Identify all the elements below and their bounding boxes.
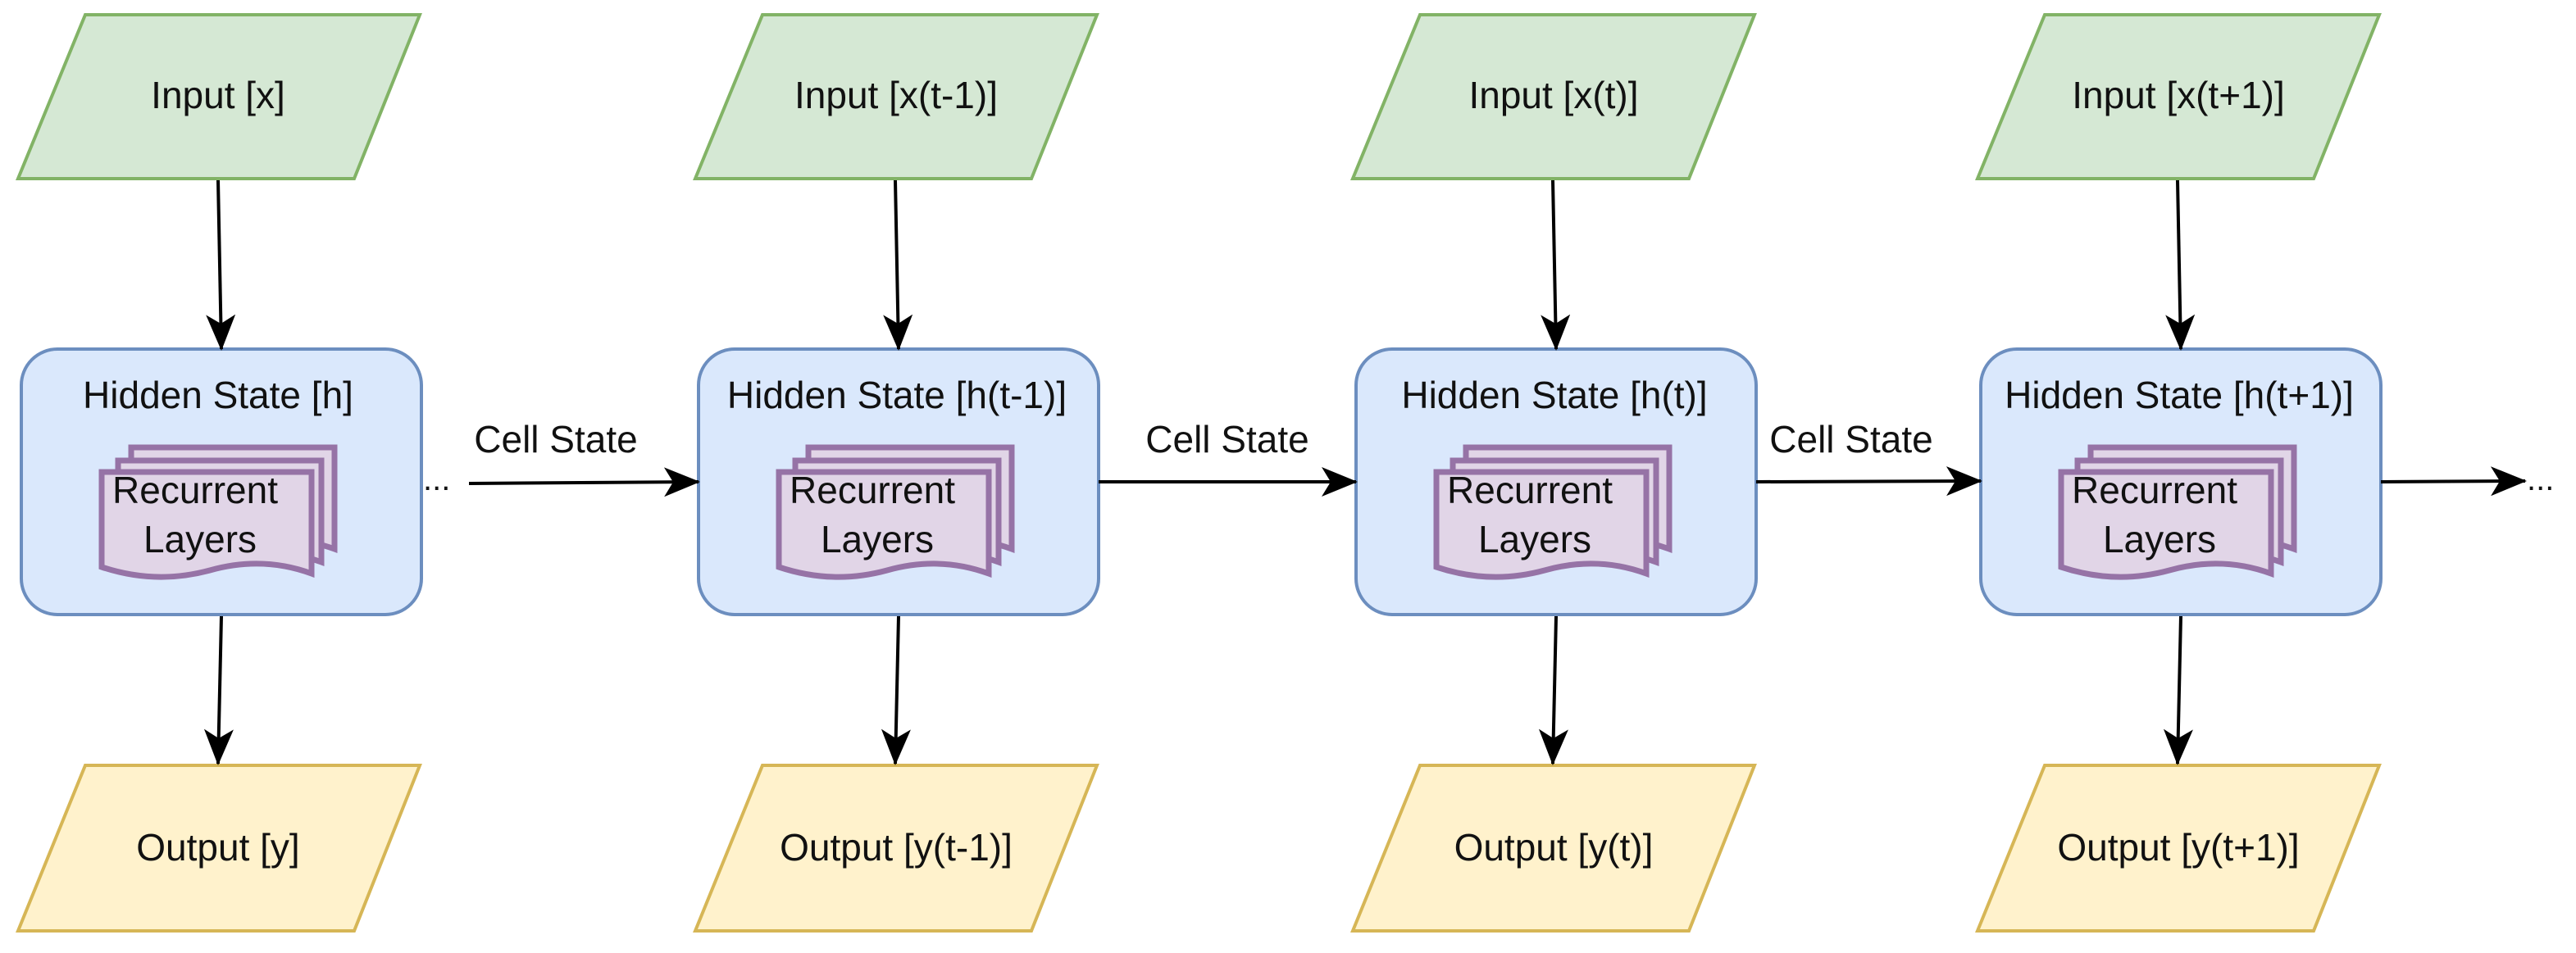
- arrow-input-to-hidden-3: [1541, 179, 1571, 351]
- input-label-4: Input [x(t+1)]: [2072, 74, 2285, 116]
- ellipsis-right: ...: [2527, 461, 2554, 497]
- hidden-state-label-4: Hidden State [h(t+1)]: [2005, 374, 2354, 416]
- recurrent-layers-line2-3: Layers: [1478, 518, 1591, 560]
- ellipsis-left: ...: [423, 461, 450, 497]
- input-label-1: Input [x]: [151, 74, 285, 116]
- cell-state-connections: ... Cell State Cell State Cell State ...: [423, 418, 2554, 497]
- output-label-4: Output [y(t+1)]: [2057, 826, 2299, 869]
- arrow-cell-state-1: [468, 467, 700, 497]
- recurrent-layers-line2-2: Layers: [821, 518, 934, 560]
- column-3: Input [x(t)] Hidden State [h(t)] Recurre…: [1350, 13, 1758, 933]
- output-box-3: [1350, 764, 1757, 933]
- hidden-state-label-3: Hidden State [h(t)]: [1401, 374, 1707, 416]
- input-label-2: Input [x(t-1)]: [794, 74, 998, 116]
- recurrent-layers-line2-1: Layers: [143, 518, 257, 560]
- cell-state-label-3: Cell State: [1769, 418, 1932, 461]
- column-4: Input [x(t+1)] Hidden State [h(t+1)] Rec…: [1975, 13, 2383, 933]
- arrow-cell-state-out: [2380, 466, 2527, 497]
- recurrent-layers-line1-2: Recurrent: [790, 469, 955, 511]
- recurrent-layers-stack-3: Recurrent Layers: [1433, 444, 1673, 580]
- output-box-4: [1975, 764, 2382, 933]
- recurrent-layers-stack-4: Recurrent Layers: [2058, 444, 2297, 580]
- arrow-input-to-hidden-4: [2165, 179, 2196, 351]
- recurrent-layers-line2-4: Layers: [2103, 518, 2216, 560]
- input-box-2: [693, 13, 1099, 180]
- input-box-1: [16, 13, 422, 180]
- hidden-state-label-1: Hidden State [h]: [83, 374, 353, 416]
- input-label-3: Input [x(t)]: [1468, 74, 1638, 116]
- arrow-hidden-to-output-2: [881, 615, 911, 765]
- arrow-cell-state-3: [1755, 466, 1982, 497]
- input-box-3: [1350, 13, 1757, 180]
- recurrent-layers-line1-3: Recurrent: [1447, 469, 1613, 511]
- input-box-4: [1975, 13, 2382, 180]
- output-label-3: Output [y(t)]: [1454, 826, 1654, 869]
- recurrent-layers-line1-1: Recurrent: [112, 469, 278, 511]
- recurrent-layers-stack-1: Recurrent Layers: [98, 444, 338, 580]
- cell-state-label-2: Cell State: [1145, 418, 1308, 461]
- output-box-1: [16, 764, 422, 933]
- arrow-hidden-to-output-1: [203, 615, 234, 765]
- output-label-1: Output [y]: [136, 826, 299, 869]
- cell-state-label-1: Cell State: [474, 418, 637, 461]
- recurrent-layers-line1-4: Recurrent: [2072, 469, 2237, 511]
- arrow-hidden-to-output-4: [2163, 615, 2193, 765]
- output-label-2: Output [y(t-1)]: [780, 826, 1013, 869]
- column-1: Input [x] Hidden State [h] Recurrent Lay…: [16, 13, 423, 933]
- arrow-input-to-hidden-1: [206, 179, 236, 351]
- arrow-input-to-hidden-2: [883, 179, 913, 351]
- recurrent-layers-stack-2: Recurrent Layers: [776, 444, 1015, 580]
- hidden-state-label-2: Hidden State [h(t-1)]: [727, 374, 1067, 416]
- arrow-hidden-to-output-3: [1538, 615, 1568, 765]
- column-2: Input [x(t-1)] Hidden State [h(t-1)] Rec…: [693, 13, 1100, 933]
- output-box-2: [693, 764, 1099, 933]
